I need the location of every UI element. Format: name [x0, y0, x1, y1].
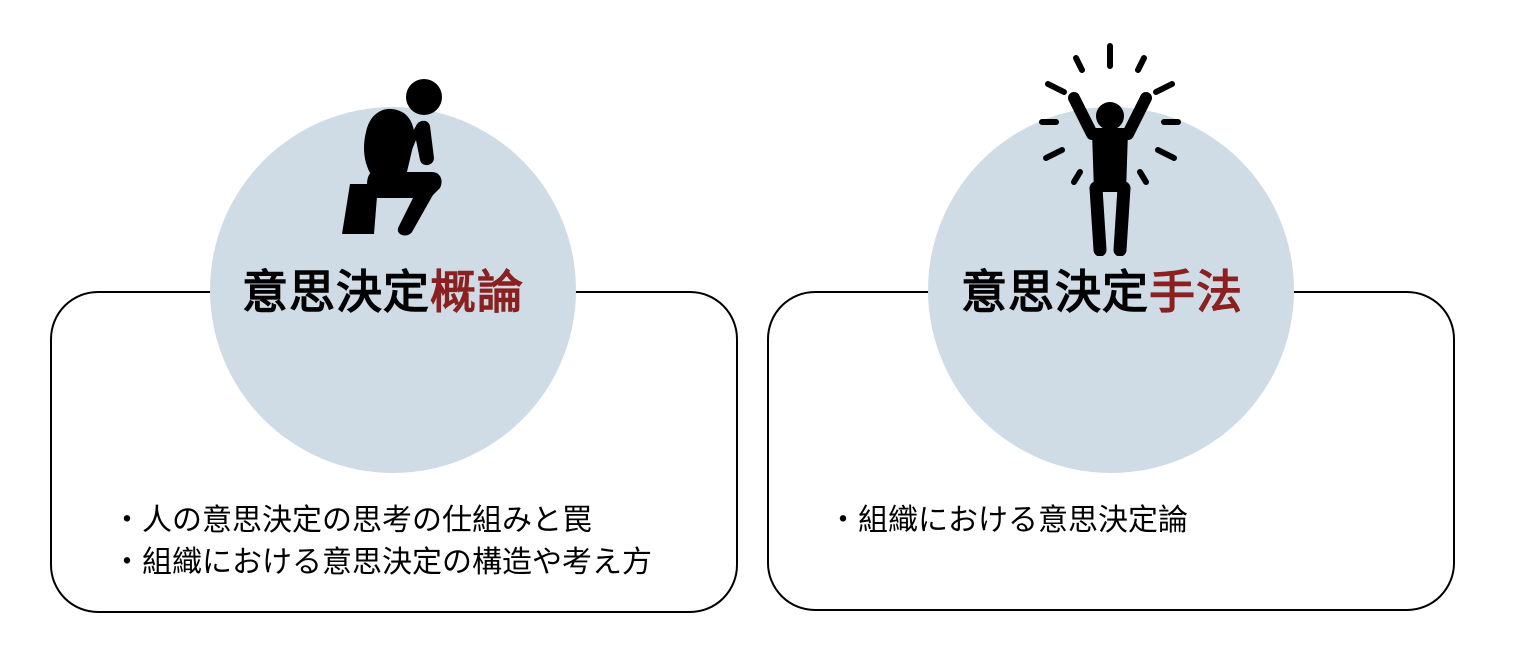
left-heading-main: 意思決定 [242, 265, 430, 319]
bullet-item: ・組織における意思決定論 [828, 503, 1188, 538]
right-heading-accent: 手法 [1149, 265, 1243, 319]
right-bullet-list: ・組織における意思決定論 [828, 500, 1188, 542]
left-heading: 意思決定概論 [242, 264, 524, 320]
right-heading: 意思決定手法 [961, 264, 1243, 320]
bullet-item: ・組織における意思決定の構造や考え方 [112, 545, 652, 580]
bullet-item: ・人の意思決定の思考の仕組みと罠 [112, 503, 592, 538]
thinking-person-icon [342, 79, 442, 236]
left-bullet-list: ・人の意思決定の思考の仕組みと罠 ・組織における意思決定の構造や考え方 [112, 500, 652, 584]
cheering-person-icon [1039, 43, 1181, 256]
right-heading-main: 意思決定 [961, 265, 1149, 319]
left-heading-accent: 概論 [430, 265, 524, 319]
